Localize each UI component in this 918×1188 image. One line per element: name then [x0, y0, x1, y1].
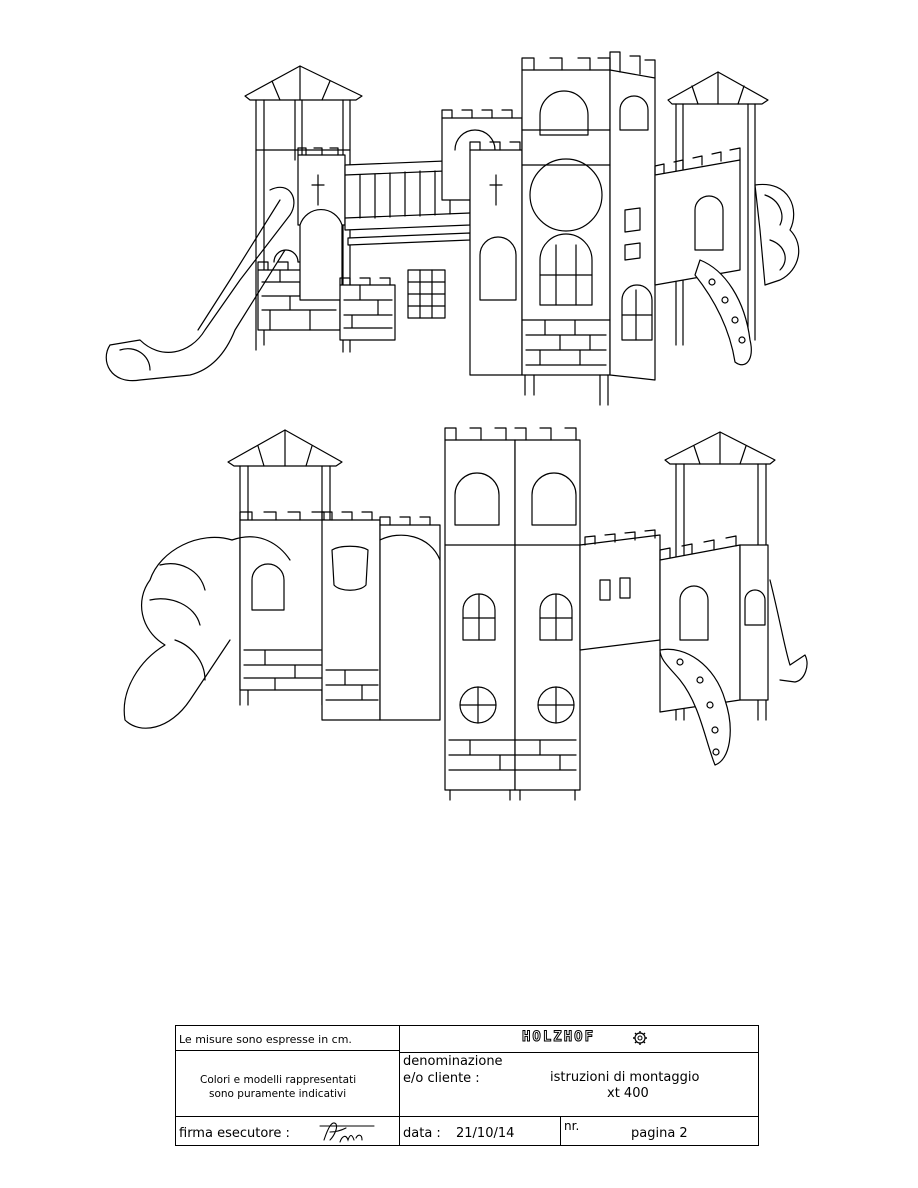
- disclaimer-line2: sono puramente indicativi: [209, 1088, 347, 1100]
- brand-logo: HOLZHOF: [521, 1029, 596, 1046]
- designation-label-line2: e/o cliente :: [403, 1071, 480, 1086]
- designation-value-line1: istruzioni di montaggio: [550, 1070, 700, 1085]
- gear-icon: [633, 1031, 647, 1045]
- title-block: Le misure sono espresse in cm. HOLZHOF C…: [175, 1025, 759, 1146]
- castle-view-top: [105, 51, 800, 406]
- disclaimer-line1: Colori e modelli rappresentati: [200, 1074, 357, 1086]
- designation-label-line1: denominazione: [403, 1054, 503, 1069]
- signature-label: firma esecutore :: [179, 1126, 290, 1141]
- number-label: nr.: [564, 1119, 580, 1133]
- castle-view-bottom: [123, 427, 808, 801]
- designation-value-line2: xt 400: [607, 1086, 649, 1101]
- measure-note: Le misure sono espresse in cm.: [179, 1033, 352, 1046]
- date-value: 21/10/14: [456, 1126, 515, 1141]
- signature-mark: [319, 1122, 375, 1143]
- date-label: data :: [403, 1126, 441, 1141]
- page-label: pagina 2: [631, 1126, 688, 1141]
